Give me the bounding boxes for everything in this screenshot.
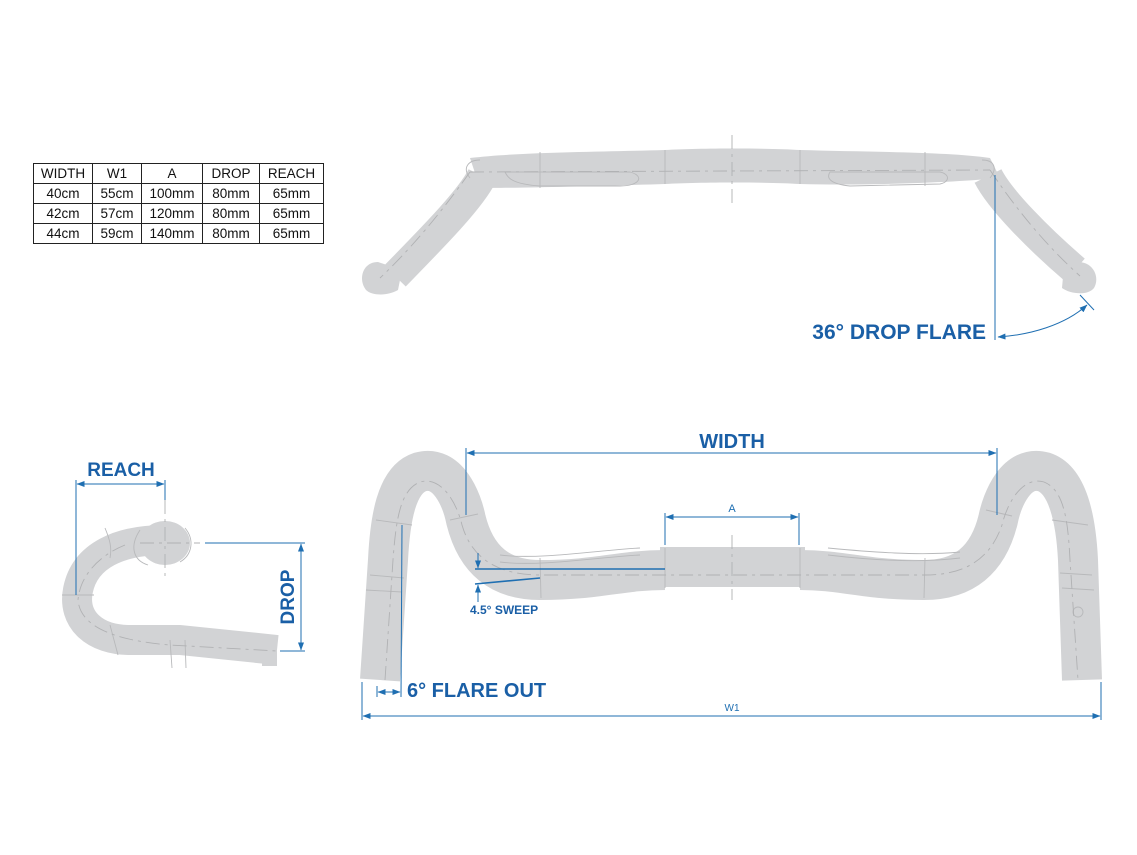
cell-a: 140mm [141,223,203,244]
flare-out-label: 6° FLARE OUT [407,680,546,702]
cell-w1: 55cm [92,183,142,204]
cell-drop: 80mm [202,183,260,204]
side-view-handlebar [62,500,279,669]
flare-out-dimension: 6° FLARE OUT [376,524,546,702]
a-dimension: A [664,503,800,545]
width-label: WIDTH [699,431,765,453]
table-row: 44cm 59cm 140mm 80mm 65mm [33,223,324,244]
top-view-handlebar [362,135,1097,295]
cell-reach: 65mm [259,183,324,204]
spec-table: WIDTH W1 A DROP REACH 40cm 55cm 100mm 80… [33,163,324,244]
width-dimension: WIDTH [465,431,998,515]
sweep-dimension: 4.5° SWEEP [470,553,665,617]
w1-label: W1 [725,703,740,714]
sweep-label: 4.5° SWEEP [470,603,538,617]
w1-dimension: W1 [361,682,1102,720]
cell-reach: 65mm [259,223,324,244]
drop-flare-label: 36° DROP FLARE [812,321,986,344]
cell-drop: 80mm [202,223,260,244]
drop-flare-dimension: 36° DROP FLARE [812,175,1095,344]
a-label: A [728,503,736,515]
drop-label: DROP [278,569,299,624]
cell-width: 44cm [33,223,93,244]
front-view-handlebar [360,451,1102,682]
reach-label: REACH [87,460,155,481]
drop-dimension: DROP [205,542,305,652]
cell-w1: 59cm [92,223,142,244]
reach-dimension: REACH [75,460,166,595]
